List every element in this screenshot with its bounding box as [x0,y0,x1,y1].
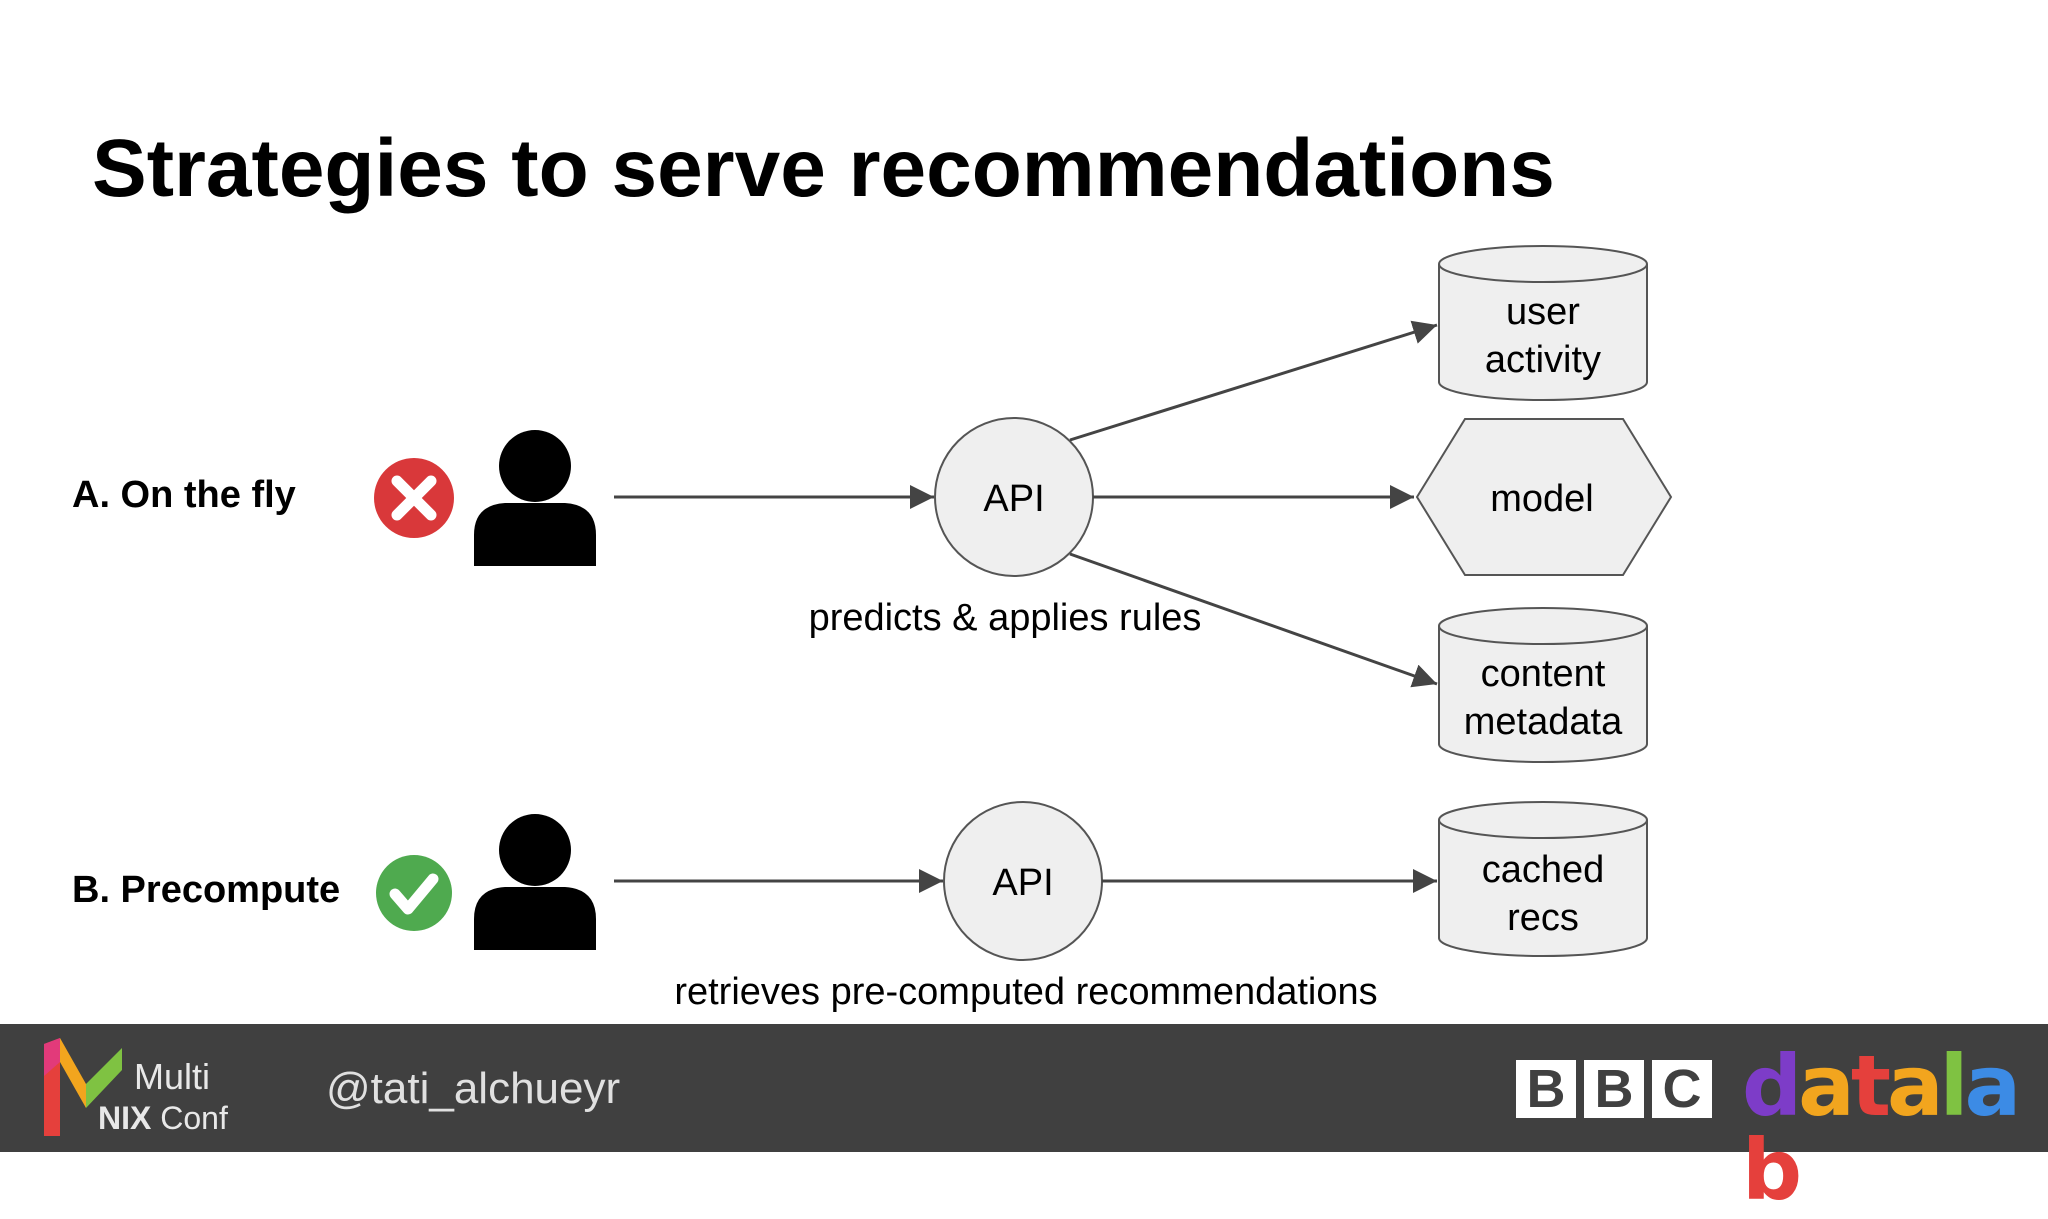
model-label: model [1490,478,1594,520]
datalab-letter: b [1742,1121,1802,1219]
slide-title: Strategies to serve recommendations [92,123,1555,214]
datalab-letter: a [1886,1037,1944,1135]
conference-name-line2: NIX Conf [98,1100,228,1137]
cached-recs-database: cached recs [1438,801,1648,957]
slide: Strategies to serve recommendations A. O… [0,123,2048,1212]
datalab-letter: a [1798,1037,1855,1135]
cached-recs-label-1: cached [1482,849,1605,891]
datalab-letter: t [1850,1037,1891,1135]
api-node-b: API [943,801,1103,961]
api-label-b: API [992,862,1053,904]
api-label-a: API [983,478,1044,520]
check-icon [376,855,452,931]
conference-name-line1: Multi [134,1056,211,1097]
bbc-letter: B [1584,1060,1644,1118]
conference-name-bold: NIX [98,1100,152,1136]
api-node-a: API [934,417,1094,577]
datalab-letter: d [1742,1037,1802,1135]
cached-recs-label-2: recs [1507,897,1579,939]
content-metadata-label-2: metadata [1464,701,1623,743]
strategy-diagram: A. On the fly API predicts & applies rul… [72,245,1673,1013]
cross-icon [374,458,454,538]
content-metadata-database: content metadata [1438,607,1648,763]
user-icon [474,814,596,950]
arrow-api-to-content-metadata [1069,552,1438,688]
row-b-label: B. Precompute [72,869,340,911]
user-activity-label-2: activity [1485,339,1601,381]
footer-bar: Multi NIX Conf @tati_alchueyr B B C data… [0,1024,2048,1212]
caption-a: predicts & applies rules [809,597,1202,639]
datalab-letter: a [1964,1037,2021,1135]
row-a-label: A. On the fly [72,474,296,516]
bbc-letter: C [1652,1060,1712,1118]
datalab-logo: datalab [1742,1044,2048,1212]
caption-b: retrieves pre-computed recommendations [674,971,1377,1013]
user-activity-label-1: user [1506,291,1580,333]
content-metadata-label-1: content [1481,653,1606,695]
bbc-logo: B B C [1516,1060,1712,1118]
model-node: model [1415,418,1673,576]
conference-name-suffix: Conf [160,1100,228,1136]
datalab-letter: l [1939,1037,1969,1135]
arrow-api-to-user-activity [1069,320,1438,442]
multinix-logo-icon [44,1038,122,1136]
user-activity-database: user activity [1438,245,1648,401]
bbc-letter: B [1516,1060,1576,1118]
user-icon [474,430,596,566]
speaker-handle: @tati_alchueyr [326,1064,621,1113]
